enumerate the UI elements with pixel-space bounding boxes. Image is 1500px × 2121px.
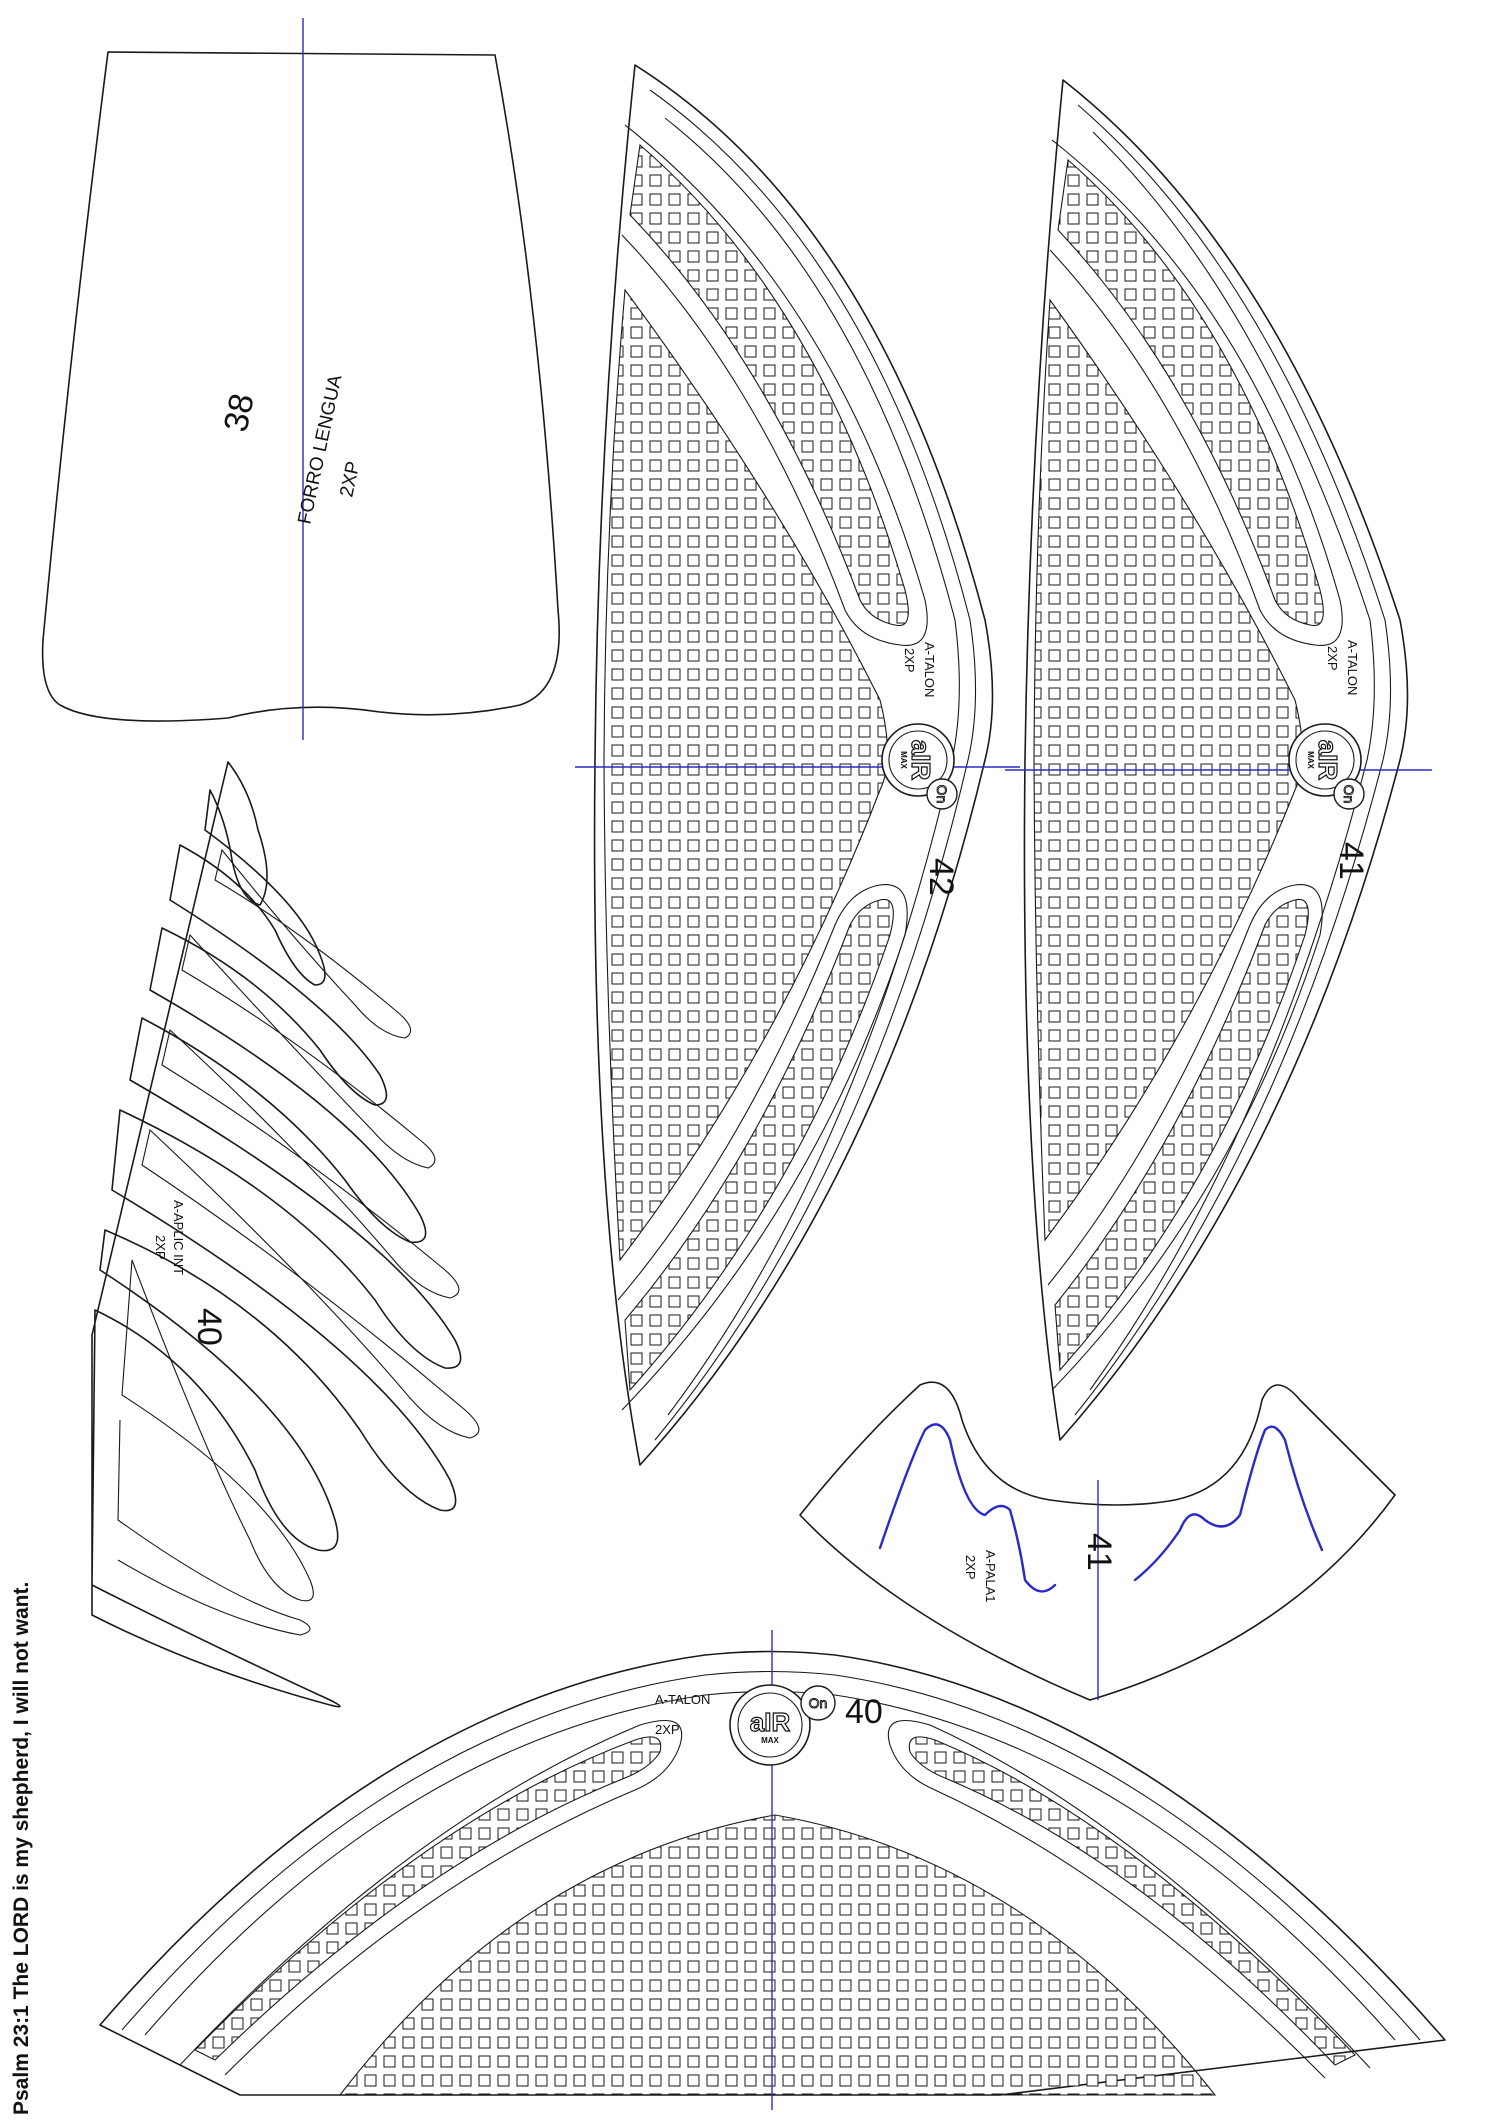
piece-38-forro-lengua: 38 FORRO LENGUA 2XP [41, 18, 560, 740]
piece-41-number: 41 [1332, 842, 1370, 880]
piece-40-talon-airmax-logo: aIR MAX On [729, 1684, 836, 1766]
piece-40-talon-qty: 2XP [655, 1722, 680, 1737]
piece-40-aplic-name: A-APLIC INT [171, 1200, 186, 1275]
piece-41-perforation-lower [1054, 898, 1309, 1372]
piece-41-outline [1023, 79, 1409, 1441]
piece-41-pala-number: 41 [1080, 1533, 1118, 1571]
piece-41-qty: 2XP [1325, 646, 1340, 671]
piece-40-aplic-qty: 2XP [153, 1235, 168, 1260]
piece-41-pala-cord-left [878, 1423, 1057, 1593]
svg-text:MAX: MAX [1306, 751, 1315, 769]
piece-42-outline [593, 64, 994, 1466]
piece-38-name: FORRO LENGUA [294, 373, 346, 526]
piece-40-a-talon: aIR MAX On 40 A-TALON 2XP [99, 1630, 1446, 2110]
piece-41-name: A-TALON [1345, 640, 1360, 695]
piece-38-qty: 2XP [336, 460, 364, 500]
piece-41-pala-name: A-PALA1 [983, 1550, 998, 1603]
svg-text:On: On [809, 1695, 828, 1711]
svg-text:aIR: aIR [906, 740, 936, 781]
piece-40-talon-perforation-left [194, 1736, 662, 2061]
piece-38-outline [41, 51, 560, 722]
piece-40-talon-number: 40 [845, 1693, 883, 1731]
piece-40-aplic-number: 40 [190, 1308, 228, 1346]
piece-41-a-pala1: 41 A-PALA1 2XP [799, 1381, 1396, 1701]
piece-41-perforation-upper [1057, 158, 1324, 627]
svg-text:aIR: aIR [750, 1707, 791, 1737]
piece-38-number: 38 [217, 390, 262, 435]
piece-41-pala-outline [799, 1381, 1396, 1701]
piece-42-name: A-TALON [922, 642, 937, 697]
piece-40-talon-perforation-center [338, 1814, 1217, 2096]
piece-40-talon-name: A-TALON [655, 1692, 710, 1707]
piece-42-perforation-upper [629, 143, 909, 627]
piece-42-qty: 2XP [902, 648, 917, 673]
svg-text:On: On [1341, 785, 1357, 804]
piece-42-perforation-center [603, 288, 889, 1262]
piece-42-perforation-lower [624, 898, 894, 1392]
svg-text:MAX: MAX [899, 751, 908, 769]
svg-text:aIR: aIR [1313, 740, 1343, 781]
piece-42-airmax-logo: aIR MAX On [881, 723, 958, 810]
piece-41-a-talon: aIR MAX On 41 A-TALON 2XP [1005, 79, 1432, 1441]
piece-42-a-talon: aIR MAX On 42 A-TALON 2XP [575, 64, 1020, 1466]
verse-caption: Psalm 23:1 The LORD is my shepherd, I wi… [10, 1582, 33, 2115]
svg-text:On: On [934, 785, 950, 804]
piece-41-pala-qty: 2XP [963, 1555, 978, 1580]
svg-text:MAX: MAX [761, 1736, 779, 1745]
piece-40-talon-perforation-right [908, 1736, 1356, 2066]
piece-42-number: 42 [922, 858, 960, 896]
piece-40-aplic-outline [91, 761, 462, 1708]
piece-40-a-aplic-int: 40 A-APLIC INT 2XP [91, 761, 480, 1708]
piece-41-airmax-logo: aIR MAX On [1288, 723, 1365, 810]
piece-41-pala-cord-right [1133, 1425, 1324, 1582]
